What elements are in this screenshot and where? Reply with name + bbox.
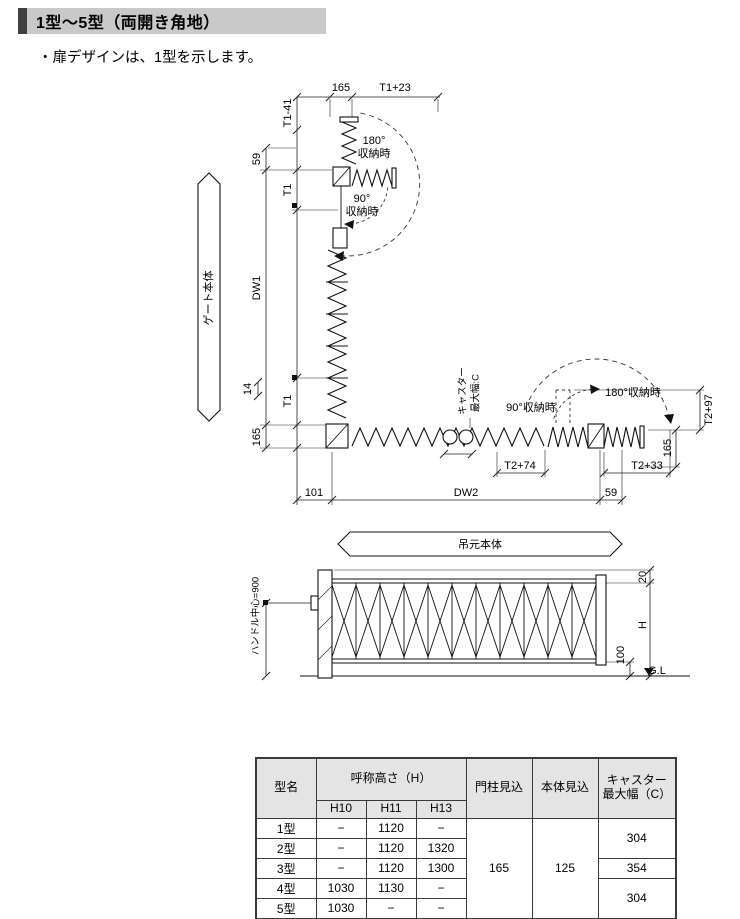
caster-max-width-label-2: 最大幅:C [470,374,482,412]
section-title: 1型～5型（両開き角地） [36,15,220,32]
cell-h13: 1300 [415,857,467,879]
cell-model: 4型 [255,877,317,899]
hinge-body-pointer [337,531,623,557]
cell-post-depth: 165 [465,817,533,919]
dim-dw2: DW2 [454,487,478,499]
cell-h10: 1030 [315,897,367,919]
label-90-storage-top: 90° [354,193,371,205]
dim-t1-plus-23: T1+23 [379,82,411,94]
arc-arrowhead [344,220,354,229]
cell-model: 2型 [255,837,317,859]
dim-t2-plus-33: T2+33 [631,460,663,472]
cell-h11: 1120 [365,857,417,879]
label-90-storage-right: 90°収納時 [506,401,556,414]
ground-level-label: G.L [648,665,666,677]
cell-h10: − [315,817,367,839]
cell-h13: − [415,897,467,919]
dim-14: 14 [242,383,254,395]
table-row-type1: 1型 − 1120 − 165 125 304 [255,817,677,919]
dim-59-bottom: 59 [605,487,617,499]
arc-arrowhead [590,384,600,394]
table-row-type5: 5型 1030 − − [255,897,676,919]
cell-h11: − [365,897,417,919]
dim-t2-plus-74: T2+74 [504,460,536,472]
callouts: ゲート本体 吊元本体 [197,172,623,557]
gate-body-pointer [197,172,221,422]
cell-h10: − [315,837,367,859]
col-header-body-depth: 本体見込 [531,757,599,819]
handle-post [317,569,333,679]
cell-caster-1-2: 304 [597,817,677,859]
cell-caster-4-5: 304 [597,877,677,919]
dim-t1-upper: T1 [282,184,294,197]
dim-t1-minus-41: T1-41 [282,99,294,128]
dim-100: 100 [615,646,627,664]
drawing-labels: 165 T1+23 T1-41 59 T1 180° 収納時 90° 収納時 D… [242,82,715,677]
hinge-body-label: 吊元本体 [458,537,502,551]
cell-h10: 1030 [315,877,367,899]
label-180-storage-top: 180° [363,135,386,147]
dim-59-top: 59 [251,153,263,165]
col-header-h13: H13 [415,799,467,819]
dim-h: H [637,621,649,629]
table-row-type4: 4型 1030 1130 − 304 [255,877,677,919]
gate-body-label: ゲート本体 [201,271,215,326]
dim-165-left: 165 [251,428,263,446]
title-accent-bar [18,8,27,34]
dim-t2-plus-97: T2+97 [703,394,715,426]
extension-lines [260,99,704,663]
cell-h13: − [415,877,467,899]
col-header-h11: H11 [365,799,417,819]
table-row-type2: 2型 − 1120 1320 [255,837,676,859]
swing-arcs [334,112,674,424]
handle-center-label: ハンドル中心=900 [250,577,262,655]
dimension-lines [257,96,701,676]
col-header-caster-width: キャスター最大幅（C） [597,757,677,819]
table-row-type3: 3型 − 1120 1300 354 [255,857,677,879]
dim-165-right: 165 [662,439,674,457]
elevation-parts [300,569,690,679]
label-180-storage-top-2: 収納時 [358,147,391,160]
ground-level-symbol [644,668,654,676]
cell-h13: − [415,817,467,839]
cell-model: 1型 [255,817,317,839]
dim-dw1: DW1 [251,276,263,300]
cell-h11: 1120 [365,817,417,839]
dim-165-top: 165 [332,82,350,94]
cell-model: 3型 [255,857,317,879]
design-note: ・扉デザインは、1型を示します。 [38,50,263,66]
cell-h11: 1120 [365,837,417,859]
cell-model: 5型 [255,897,317,919]
dim-t1-lower: T1 [282,395,294,408]
col-header-model: 型名 [255,757,317,819]
cell-caster-3: 354 [597,857,677,879]
cell-body-depth: 125 [531,817,599,919]
section-title-bar: 1型～5型（両開き角地） [18,8,326,34]
caster-wheel [442,429,458,445]
label-180-storage-right: 180°収納時 [605,386,661,399]
col-header-post-depth: 門柱見込 [465,757,533,819]
plan-view-parts [325,116,645,449]
caster-max-width-label: キャスター [458,367,469,415]
dim-101: 101 [305,487,323,499]
col-header-h10: H10 [315,799,367,819]
label-90-storage-top-2: 収納時 [346,205,379,218]
spec-table: 型名 呼称高さ（H） 門柱見込 本体見込 キャスター最大幅（C） H10 H11… [255,757,677,919]
handle [310,595,319,611]
dim-20: 20 [637,571,649,583]
col-header-height: 呼称高さ（H） [315,757,467,801]
end-frame [595,574,607,666]
arc-arrowhead [664,414,674,424]
cell-h10: − [315,857,367,879]
cell-h11: 1130 [365,877,417,899]
arc-arrowhead [334,251,344,261]
cell-h13: 1320 [415,837,467,859]
caster-wheel [458,429,474,445]
